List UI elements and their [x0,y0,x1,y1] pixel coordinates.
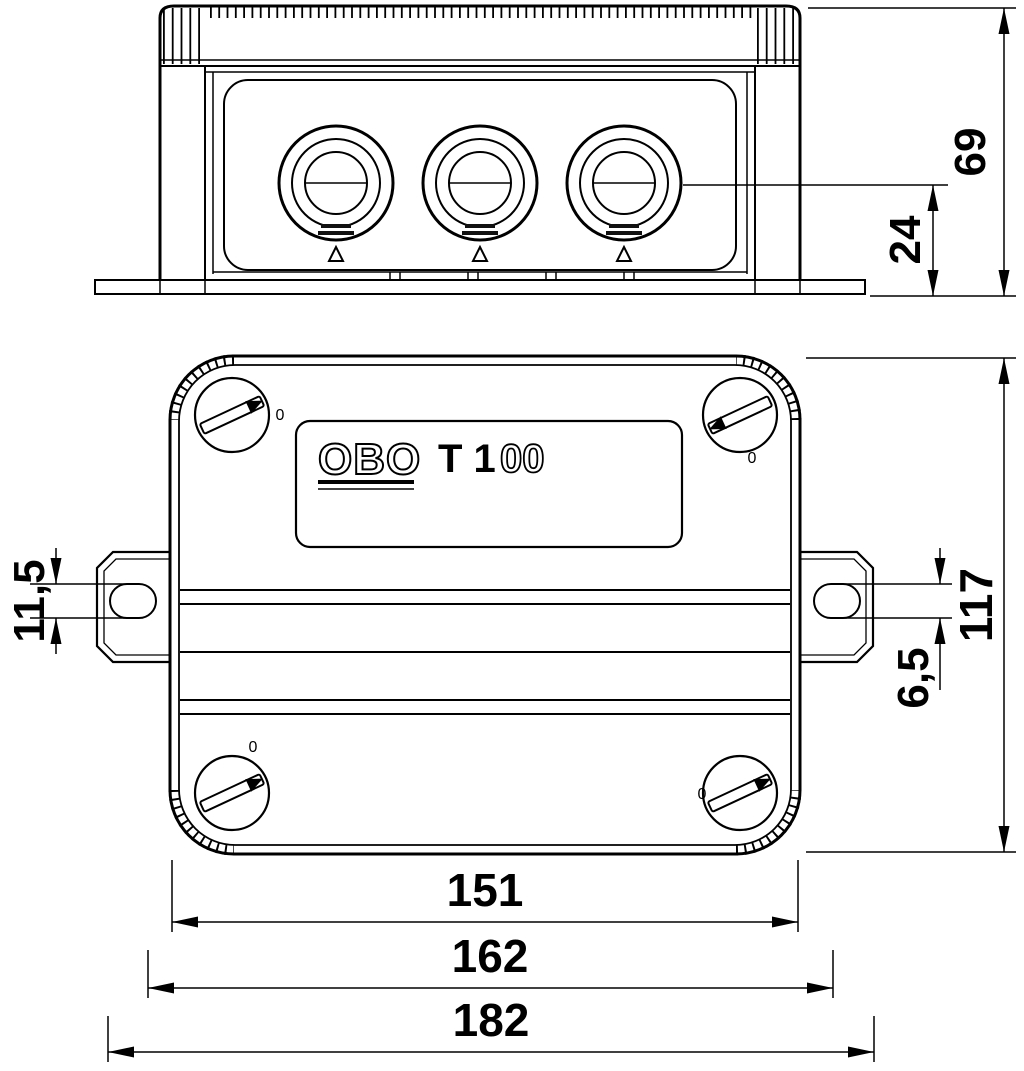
dim-overall-length: 182 [107,994,875,1062]
bottom-feet [389,272,635,280]
rib-lines [180,589,790,715]
screw-zero-mark: 0 [276,407,285,424]
dim-slot-length-label: 11,5 [5,559,54,642]
molded-text-mark [465,224,495,228]
label-plate: OBO T 1 00 [294,419,684,549]
mounting-slot-left [109,583,157,619]
mounting-tab-left [95,550,172,664]
dim-box-length-label: 151 [447,864,524,916]
mounting-slot-right [813,583,861,619]
corner-screw-top-right [701,376,779,454]
molded-text-mark [462,231,498,235]
mounting-tab-right [798,550,875,664]
corner-screw-top-left [193,376,271,454]
molded-text-mark [318,231,354,235]
screw-zero-mark: 0 [748,450,757,467]
dim-base-depth: 24 [881,185,939,296]
dim-flange-length: 162 [147,930,834,998]
model-text-suffix: 00 [500,437,545,481]
dim-overall-length-label: 182 [453,994,530,1046]
dim-base-depth-label: 24 [881,215,930,264]
corner-screw-bottom-left [193,754,271,832]
corner-screw-bottom-right [701,754,779,832]
base-joints [159,280,801,294]
entry-arrow-mark [471,244,489,262]
entry-arrow-mark [327,244,345,262]
box-outline [158,4,802,280]
molded-text-mark [606,231,642,235]
cable-entry-3 [565,124,683,262]
cable-entry-1 [277,124,395,262]
molded-text-mark [609,224,639,228]
screw-zero-mark: 0 [698,786,707,803]
entry-arrow-mark [615,244,633,262]
dim-slot-length: 11,5 [5,548,133,654]
base-flange [94,279,866,295]
dim-box-length: 151 [171,860,799,932]
molded-text-mark [321,224,351,228]
screw-zero-mark: 0 [249,739,258,756]
brand-logo-text: OBO [318,435,421,484]
dim-box-width-label: 117 [950,568,1002,642]
dim-slot-width-label: 6,5 [889,647,938,708]
dim-box-width: 117 [806,357,1016,853]
dim-total-height: 69 [683,7,1016,297]
dim-total-height-label: 69 [946,128,995,177]
plan-outline [168,354,802,856]
cable-entry-2 [421,124,539,262]
plan-inner-outline [178,364,792,846]
face-panel [223,79,737,271]
dim-flange-length-label: 162 [452,930,529,982]
plan-view: 0 0 0 0 OBO T 1 00 [95,354,875,856]
model-text-prefix: T 1 [438,437,496,481]
side-view [94,4,866,295]
dim-slot-width: 6,5 [837,548,952,709]
